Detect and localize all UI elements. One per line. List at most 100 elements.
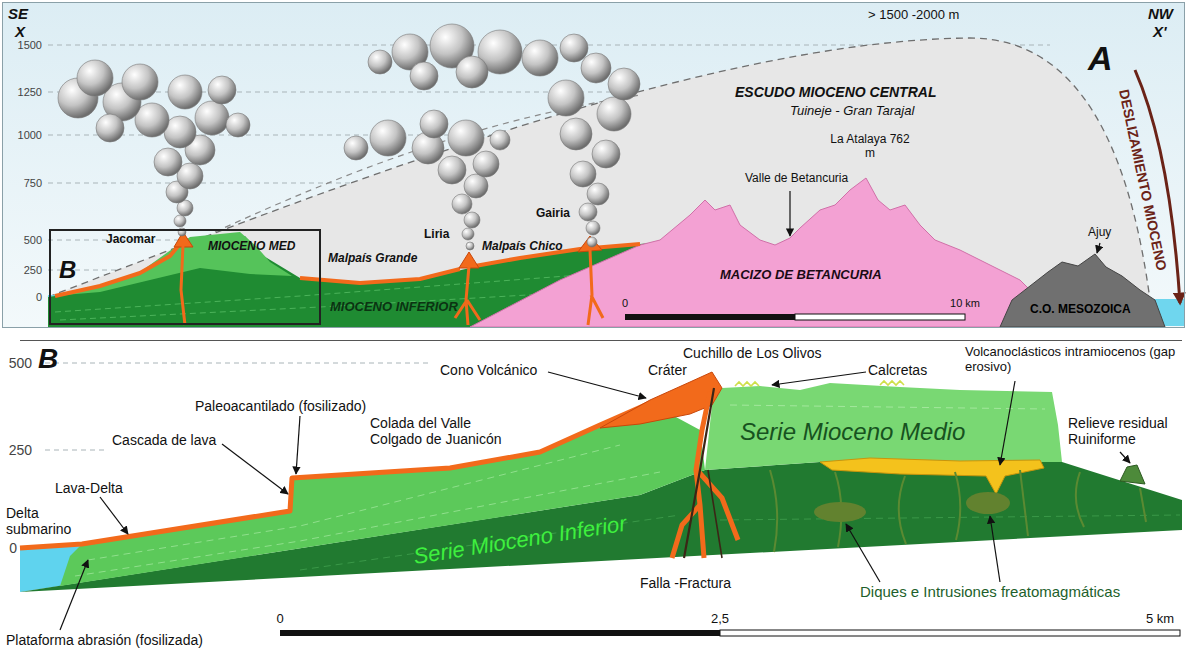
- illustration-part: [100, 497, 128, 534]
- axis-tick-label: 1500: [18, 39, 42, 52]
- axis-tick-label: 1000: [18, 129, 42, 142]
- place-label: Ajuy: [1088, 226, 1111, 240]
- landslide-label: DESLIZAMIENTO MIOCENO: [1116, 88, 1170, 272]
- ash-cloud-puff: [586, 221, 600, 235]
- place-label: Tuineje - Gran Tarajal: [790, 104, 914, 119]
- ash-cloud-puff: [370, 120, 406, 156]
- strata-lines: [75, 445, 660, 576]
- volcano-label: Liria: [424, 228, 449, 242]
- panel-letter: B: [38, 344, 58, 375]
- illustration-part: [459, 252, 479, 268]
- section-end-label: X: [15, 23, 25, 40]
- sky-background: [3, 3, 1184, 327]
- illustration-part: [588, 250, 603, 325]
- feeder-dike: [672, 392, 738, 558]
- scale-label: 0: [622, 297, 628, 310]
- ash-cloud-puff: [522, 40, 558, 76]
- illustration-part: [578, 236, 602, 252]
- lower-miocene-series: [60, 403, 705, 586]
- ash-cloud-puff: [464, 174, 488, 198]
- strata-lines: [730, 405, 1045, 409]
- series-label: Serie Mioceno Inferior: [412, 511, 629, 570]
- dikes: [770, 470, 1146, 552]
- lava-field-label: Malpaís Grande: [328, 252, 417, 266]
- panel-letter: B: [59, 257, 76, 283]
- scale-label: 5 km: [1146, 612, 1174, 627]
- unit-label: MACIZO DE BETANCURIA: [720, 268, 882, 283]
- illustration-part: [1076, 472, 1084, 527]
- ash-cloud-puff: [597, 97, 631, 131]
- scale-label: 2,5: [711, 612, 729, 627]
- inset-box: B: [49, 229, 321, 325]
- calcrete-marks: [735, 381, 904, 386]
- feature-label: Volcanoclásticos intramiocenos (gap eros…: [965, 345, 1180, 375]
- fault: [684, 388, 722, 558]
- illustration-part: [222, 444, 288, 494]
- illustration-part: [720, 515, 1180, 520]
- scale-bar: [625, 314, 795, 320]
- illustration-part: [880, 381, 904, 385]
- ash-cloud-puff: [587, 183, 609, 205]
- scale-label: 0: [276, 612, 283, 627]
- axis-tick-label: 0: [9, 540, 17, 556]
- feature-label: Plataforma abrasión (fosilizada): [6, 632, 203, 648]
- illustration-part: [55, 240, 183, 296]
- ash-cloud-puff: [452, 194, 472, 214]
- ash-cloud-puff: [490, 130, 510, 150]
- shield-inner-outline: [215, 95, 640, 232]
- illustration-part: [708, 470, 722, 558]
- scale-bar: [280, 630, 720, 636]
- ash-cloud-puff: [195, 101, 229, 135]
- illustration-part: [846, 524, 880, 582]
- height-label: > 1500 -2000 m: [868, 8, 959, 23]
- illustration-part: [548, 372, 646, 398]
- place-label: Cuchillo de Los Olivos: [683, 345, 822, 361]
- feature-label: Cráter: [648, 362, 687, 378]
- scale-bar: [720, 630, 1180, 636]
- ash-cloud-puff: [178, 228, 186, 236]
- height-grid: [45, 363, 430, 450]
- axis-tick-label: 500: [9, 355, 32, 371]
- ash-cloud-puff: [226, 113, 250, 137]
- eruption-clouds: [58, 24, 640, 250]
- ash-cloud-puff: [592, 140, 620, 168]
- axis-tick-label: 750: [24, 177, 42, 190]
- ash-cloud-puff: [462, 228, 474, 240]
- feature-label: Cascada de lava: [112, 432, 216, 448]
- illustration-part: [1020, 470, 1028, 536]
- feature-label: Delta submarino: [6, 505, 76, 537]
- middle-miocene-series: [705, 383, 1062, 470]
- unit-label: C.O. MESOZOICA: [1030, 303, 1131, 317]
- phreatomagmatic-intrusion: [814, 502, 866, 522]
- feature-label: Colada del Valle Colgado de Juanicón: [370, 415, 520, 447]
- illustration-part: [684, 388, 714, 558]
- ash-cloud-puff: [168, 75, 202, 109]
- ash-cloud-puff: [608, 68, 640, 100]
- leader-lines: [60, 372, 1130, 630]
- ash-cloud-puff: [579, 203, 597, 221]
- ash-cloud-puff: [438, 156, 466, 184]
- illustration-part: [1120, 452, 1130, 463]
- ash-cloud-puff: [410, 62, 438, 90]
- ash-cloud-puff: [473, 151, 499, 177]
- volcano-label: Jacomar: [106, 233, 155, 247]
- panel-letter: A: [1088, 40, 1113, 77]
- landslide-arrow: [1135, 70, 1180, 303]
- feeder-dikes: [181, 245, 603, 325]
- illustration-part: [88, 445, 620, 560]
- illustration-part: [75, 472, 660, 576]
- illustration-part: [1097, 243, 1100, 253]
- ash-cloud-puff: [208, 76, 236, 104]
- illustration-part: [772, 372, 866, 385]
- ash-cloud-puff: [154, 148, 182, 176]
- illustration-part: [1140, 488, 1146, 522]
- ash-cloud-puff: [174, 215, 186, 227]
- panel-frame: B: [20, 340, 1182, 640]
- ash-cloud-puff: [448, 120, 484, 156]
- section-end-label: X': [1153, 23, 1167, 40]
- axis-tick-label: 250: [24, 264, 42, 277]
- ash-cloud-puff: [368, 50, 392, 74]
- ash-cloud-puff: [96, 114, 124, 142]
- ash-cloud-puff: [548, 80, 584, 116]
